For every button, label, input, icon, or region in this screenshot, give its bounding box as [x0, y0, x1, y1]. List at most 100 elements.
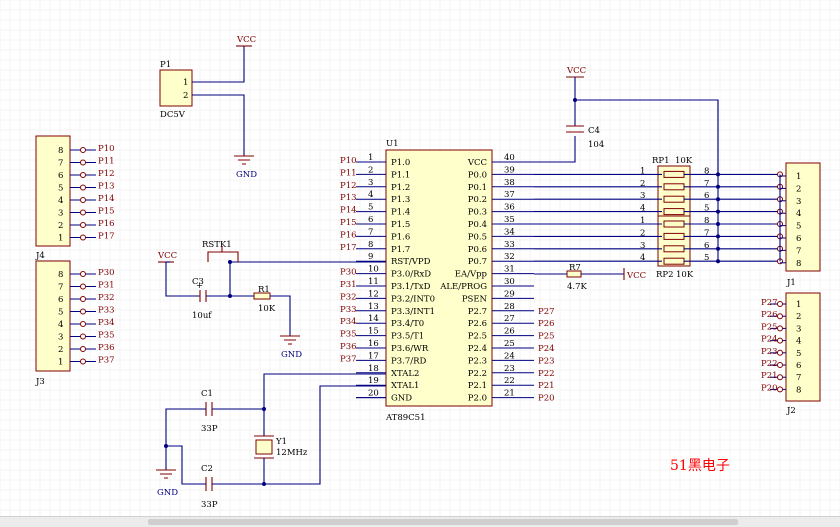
u1-pin-number: 22 — [504, 376, 515, 386]
j3-net-label: P34 — [98, 318, 115, 328]
u1-pin-number: 39 — [504, 165, 515, 175]
p1-pin-2: 2 — [183, 91, 188, 101]
u1-pin-number: 10 — [368, 265, 379, 275]
j4-net-label: P12 — [98, 169, 115, 179]
j4-net-label: P14 — [98, 194, 115, 204]
j4-pin-number: 7 — [58, 159, 63, 169]
u1-net-label: P24 — [538, 344, 555, 354]
j3-pin-number: 2 — [58, 345, 63, 355]
u1-pin-name: P1.5 — [391, 220, 410, 230]
j3-pin-number: 4 — [58, 320, 63, 330]
rp-pin-number: 5 — [704, 253, 709, 263]
j3-net-label: P30 — [98, 268, 115, 278]
u1-pin-name: P1.2 — [391, 183, 410, 193]
j2-net-label: P24 — [761, 335, 778, 345]
c2-capacitor[interactable]: C2 33P — [201, 464, 218, 510]
j2-pin-number: 7 — [796, 373, 801, 383]
rp2-value: 10K — [676, 270, 694, 280]
u1-net-label: P12 — [340, 181, 357, 191]
u1-pin-name: RST/VPD — [391, 257, 431, 267]
c1-capacitor[interactable]: C1 33P — [201, 389, 218, 434]
j2-net-label: P26 — [761, 310, 778, 320]
j2-pin-number: 3 — [796, 324, 801, 334]
c4-capacitor[interactable]: C4 104 — [566, 125, 604, 150]
j4-pin-number: 6 — [58, 171, 63, 181]
u1-net-label: P15 — [340, 218, 357, 228]
y1-crystal[interactable]: Y1 12MHz — [254, 435, 308, 459]
j3-ref: J3 — [35, 377, 45, 387]
j2-net-label: P22 — [761, 359, 778, 369]
u1-pin-name: P1.1 — [391, 170, 410, 180]
p1-connector[interactable]: P1 1 2 DC5V — [159, 60, 193, 120]
u1-pin-name: P3.7/RD — [391, 356, 427, 366]
u1-pin-number: 27 — [504, 314, 515, 324]
u1-pin-name: P3.0/RxD — [391, 270, 431, 280]
rp-pin-number: 1 — [640, 216, 645, 226]
u1-pin-number: 4 — [368, 190, 373, 200]
u1-pin-name: P1.6 — [391, 232, 410, 242]
u1-pin-number: 13 — [368, 302, 379, 312]
u1-pin-number: 33 — [504, 240, 515, 250]
r1-ref: R1 — [258, 285, 270, 295]
rp-resistor — [663, 208, 685, 216]
j4-pin-number: 5 — [58, 184, 63, 194]
j4-pin-number: 4 — [58, 196, 63, 206]
c3-ref: C3 — [192, 277, 204, 287]
u1-pin-name: P2.7 — [468, 307, 487, 317]
rp1-ref: RP1 — [652, 156, 670, 166]
j1-pin-number: 6 — [796, 234, 801, 244]
j1-pin-number: 1 — [796, 172, 801, 182]
u1-pin-name: ALE/PROG — [439, 282, 487, 292]
u1-pin-name: P3.5/T1 — [391, 332, 424, 342]
c2-ref: C2 — [201, 464, 213, 474]
u1-pin-name: P1.0 — [391, 158, 410, 168]
u1-pin-name: EA/Vpp — [455, 270, 488, 280]
c1-value: 33P — [201, 424, 218, 434]
rp-resistor — [663, 245, 685, 253]
u1-net-label: P27 — [538, 307, 555, 317]
j4-net-label: P16 — [98, 219, 115, 229]
c1-ref: C1 — [201, 389, 213, 399]
rstk1-switch[interactable]: RSTK1 — [202, 240, 239, 262]
u1-part: AT89C51 — [385, 413, 425, 423]
u1-net-label: P16 — [340, 230, 357, 240]
u1-pin-name: XTAL1 — [391, 381, 419, 391]
j2-pin-number: 2 — [796, 312, 801, 322]
u1-net-label: P30 — [340, 268, 357, 278]
u1-pin-name: P2.2 — [468, 369, 487, 379]
j2-net-label: P25 — [761, 322, 778, 332]
rp-pin-number: 3 — [640, 191, 645, 201]
u1-pin-name: VCC — [467, 158, 487, 168]
j2-ref: J2 — [786, 406, 796, 416]
u1-net-label: P17 — [340, 243, 357, 253]
horizontal-scrollbar[interactable] — [0, 516, 840, 527]
r7-resistor[interactable]: R7 4.7K — [566, 263, 588, 292]
j4-net-label: P10 — [98, 144, 115, 154]
j3-net-label: P31 — [98, 281, 115, 291]
u1-pin-number: 25 — [504, 339, 515, 349]
u1-pin-number: 35 — [504, 215, 515, 225]
u1-net-label: P33 — [340, 305, 357, 315]
rp-resistor — [663, 195, 685, 203]
j3-net-label: P37 — [98, 356, 115, 366]
j4-net-label: P13 — [98, 182, 115, 192]
r7-ref: R7 — [569, 263, 581, 273]
rp-pin-number: 8 — [704, 216, 709, 226]
u1-pin-number: 29 — [504, 289, 515, 299]
j1-pin-number: 7 — [796, 246, 801, 256]
j2-net-label: P20 — [761, 383, 778, 393]
rp-pin-number: 4 — [640, 204, 645, 214]
scrollbar-thumb[interactable] — [148, 519, 738, 525]
u1-pin-name: P0.3 — [468, 208, 487, 218]
c2-value: 33P — [201, 500, 218, 510]
j3-pin-number: 5 — [58, 308, 63, 318]
j2-net-label: P23 — [761, 347, 778, 357]
rp-pin-number: 4 — [640, 253, 645, 263]
u1-net-label: P21 — [538, 381, 555, 391]
